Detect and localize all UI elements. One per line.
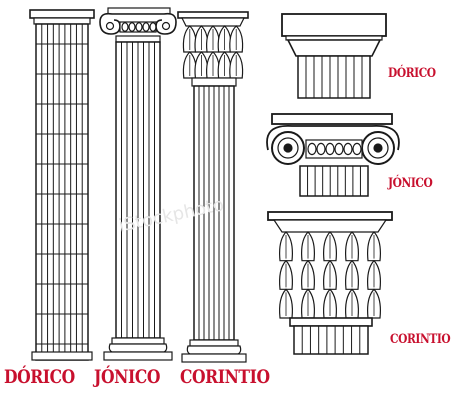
detail-label-doric: DÓRICO [388, 66, 436, 81]
label-ionic: JÓNICO [94, 366, 160, 388]
doric-column [30, 10, 94, 360]
doric-capital-detail [282, 14, 386, 98]
detail-label-ionic: JÓNICO [388, 176, 432, 191]
ionic-capital-detail [267, 114, 399, 196]
label-corinthian: CORINTIO [180, 366, 270, 388]
ionic-column [100, 8, 176, 360]
corinthian-capital-detail [268, 212, 392, 354]
corinthian-column [178, 12, 248, 362]
detail-label-corinthian: CORINTIO [390, 332, 450, 347]
label-doric: DÓRICO [4, 366, 75, 388]
